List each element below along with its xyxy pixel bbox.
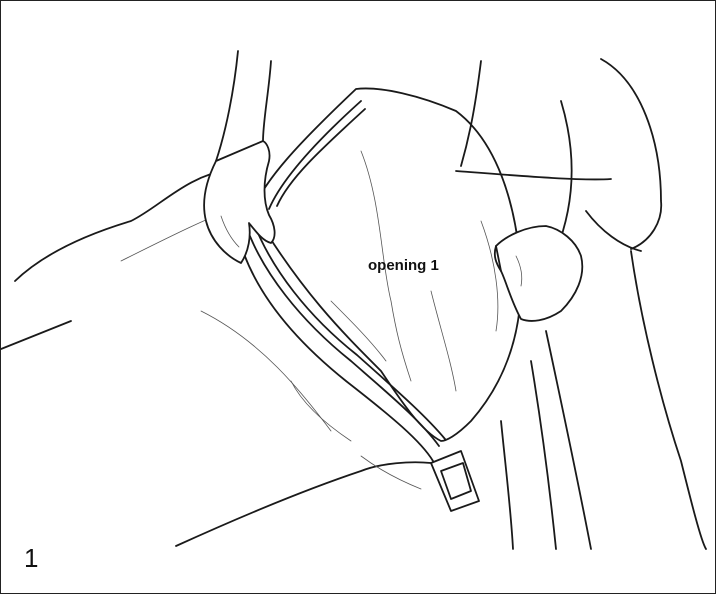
step-number: 1 xyxy=(24,543,38,574)
cover-opening xyxy=(237,88,521,511)
left-hand xyxy=(204,51,275,263)
opening-label: opening 1 xyxy=(368,257,439,274)
